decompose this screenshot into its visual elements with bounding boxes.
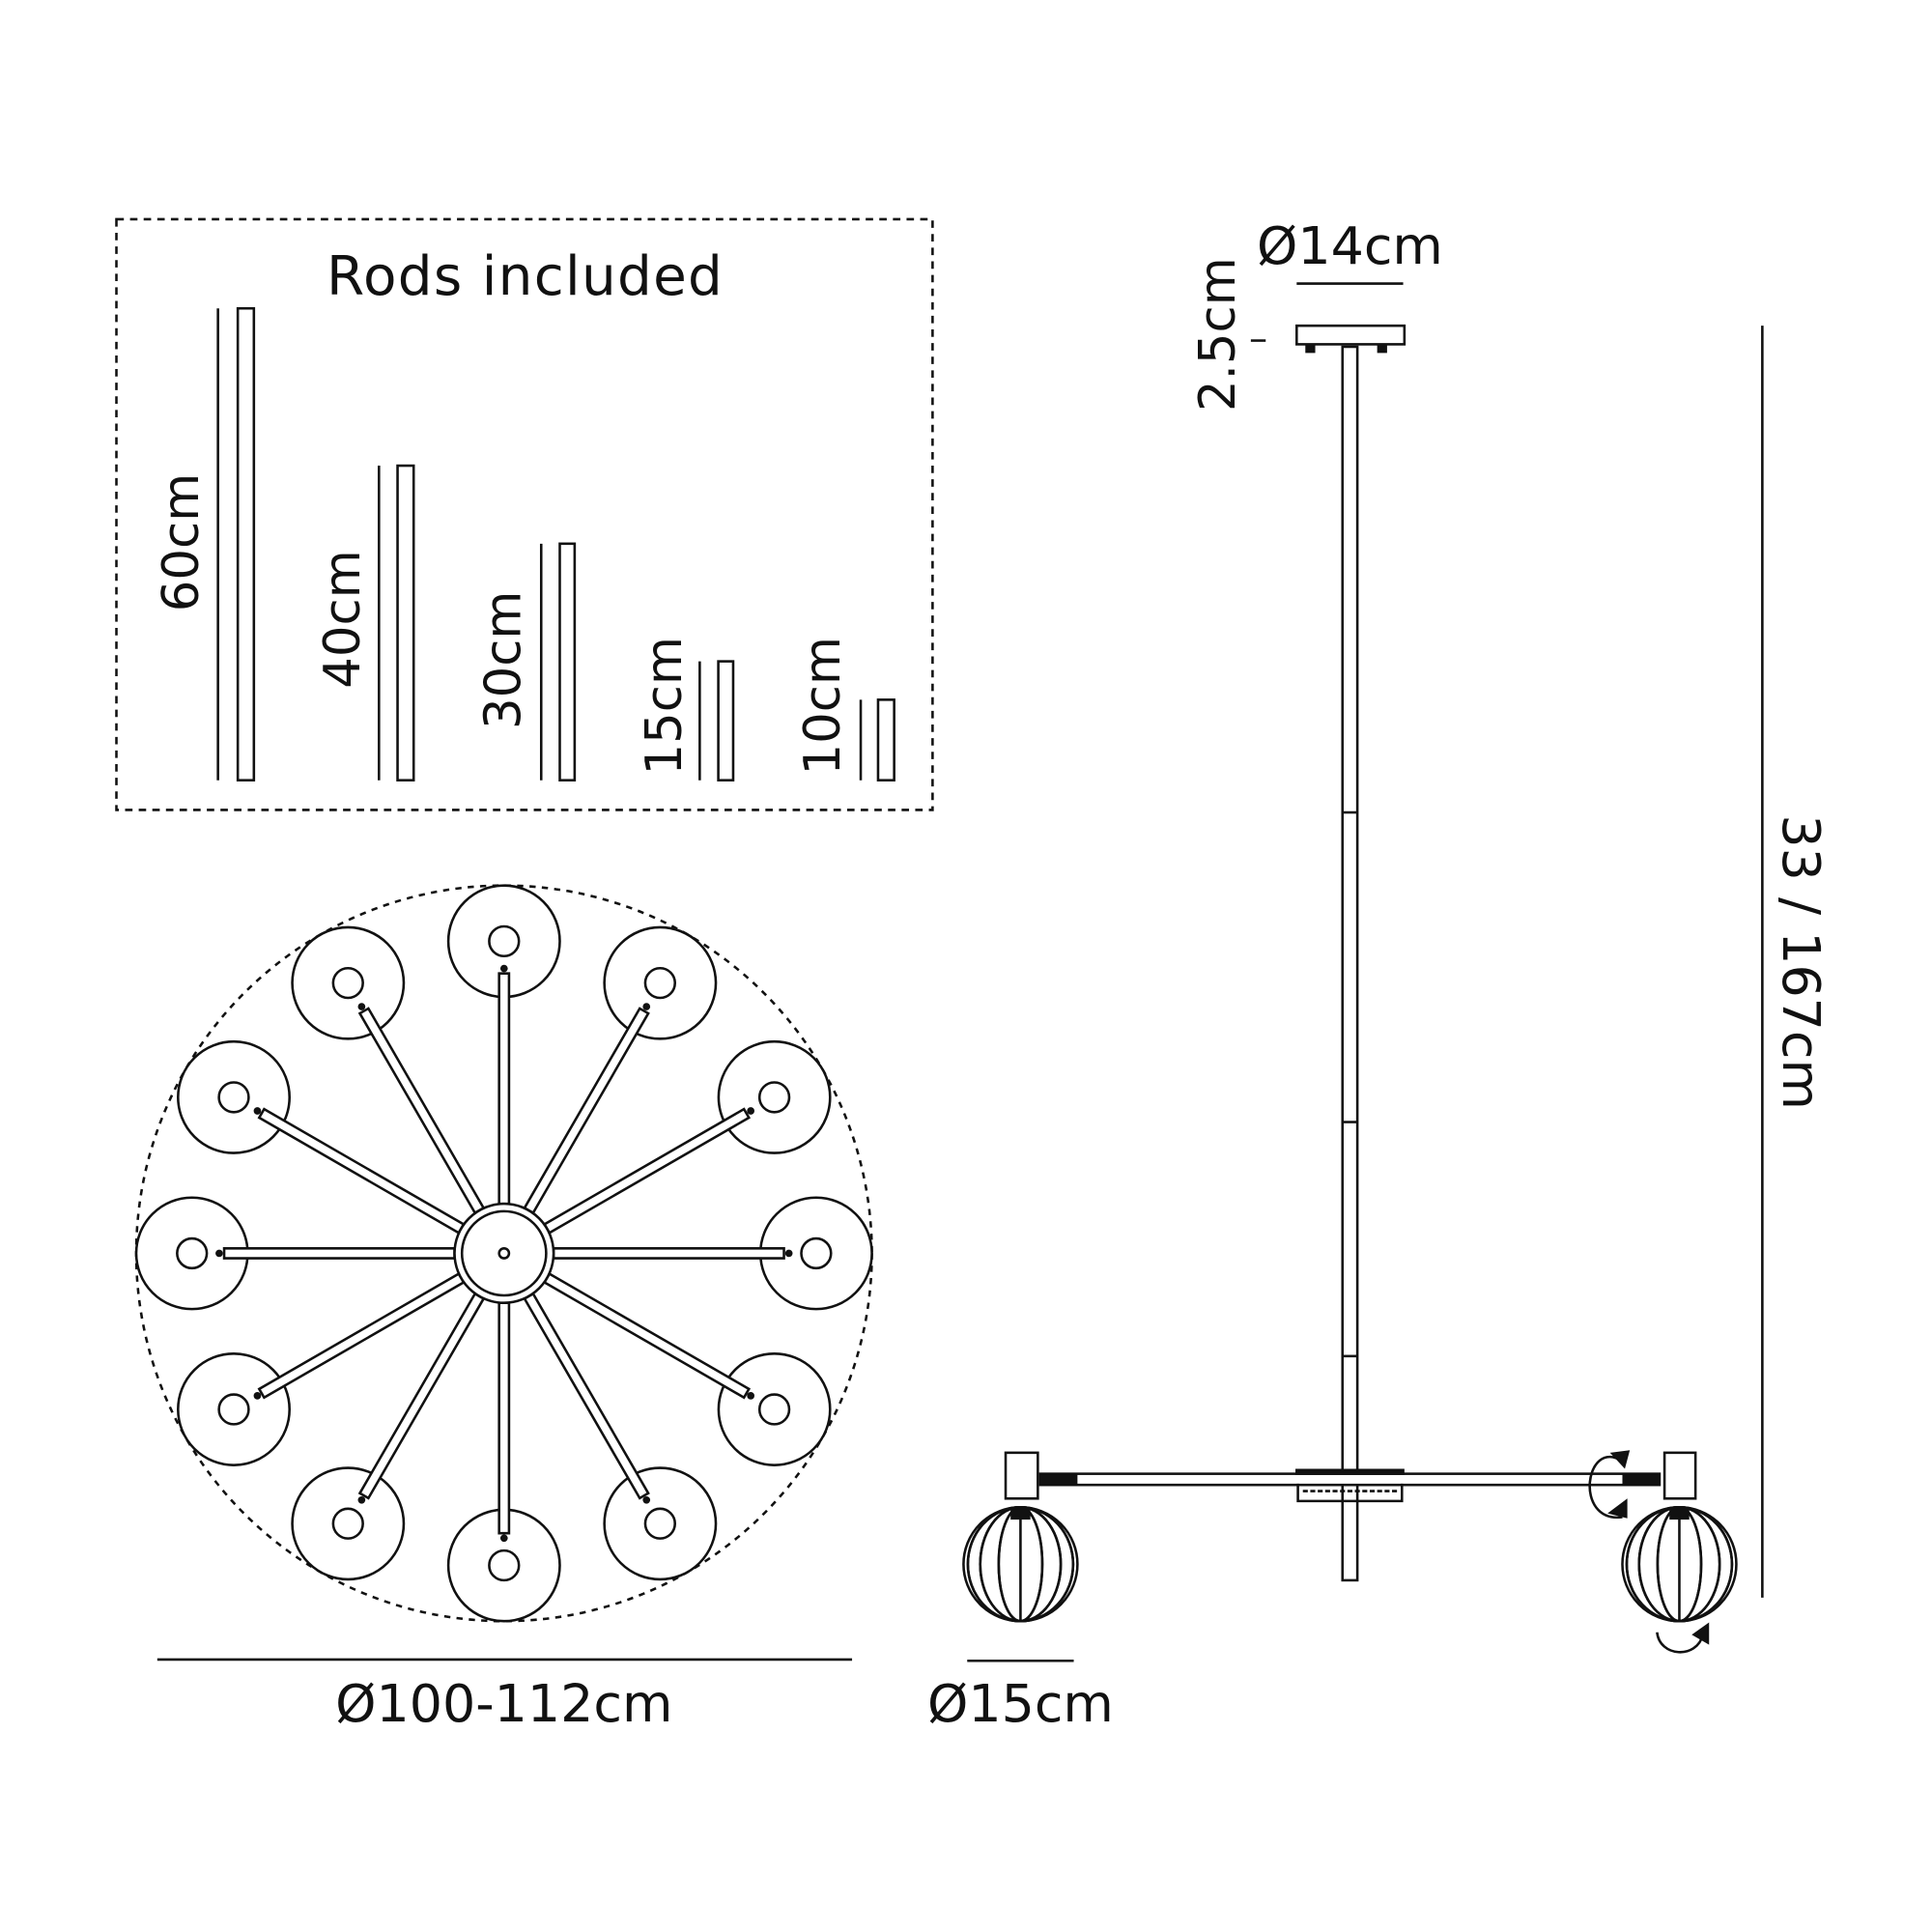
- side-view: Ø14cm 2.5cm Ø15cm 33 / 167cm: [927, 215, 1832, 1734]
- canopy-diameter-label: Ø14cm: [1257, 215, 1443, 276]
- lamp-arm: [523, 1292, 718, 1581]
- right-lamp-holder: [1662, 1451, 1697, 1500]
- lamp-arm: [542, 1271, 832, 1466]
- rod-label: 10cm: [794, 637, 852, 775]
- rod-15cm: 15cm: [636, 637, 735, 781]
- arm-rod: [497, 972, 511, 1206]
- bulb: [488, 1548, 521, 1582]
- bulb: [643, 966, 676, 1000]
- lamp-arm: [542, 1039, 832, 1235]
- bulb: [757, 1081, 791, 1114]
- dashed-border: [115, 217, 934, 811]
- rod-40cm: 40cm: [314, 464, 415, 781]
- lamp-arm: [291, 1292, 486, 1581]
- center-hub: [453, 1202, 555, 1304]
- ceiling-canopy: [1295, 324, 1406, 346]
- left-lamp-holder: [1004, 1451, 1039, 1500]
- rods-included-panel: Rods included 60cm 40cm 30cm 15cm 10cm: [115, 217, 934, 811]
- lamp-arm: [177, 1271, 466, 1466]
- bulb: [757, 1393, 791, 1426]
- rod-60cm: 60cm: [153, 306, 256, 781]
- lamp-arm: [523, 925, 718, 1215]
- rod-label: 60cm: [153, 473, 211, 611]
- bulb: [217, 1081, 250, 1114]
- rod-30cm: 30cm: [474, 542, 577, 781]
- bulb: [331, 966, 364, 1000]
- rotation-arrow-icon: [1588, 1450, 1631, 1519]
- rod-label: 40cm: [314, 550, 372, 688]
- globe-diameter-label: Ø15cm: [927, 1673, 1114, 1734]
- suspension-rod: [1341, 345, 1359, 1582]
- bulb: [217, 1393, 250, 1426]
- lamp-arm: [552, 1196, 873, 1311]
- rotation-arrow-icon: [1656, 1622, 1710, 1654]
- top-view: Ø100-112cm: [134, 884, 873, 1734]
- lamp-arm: [291, 925, 486, 1215]
- ribbed-globe: [1621, 1505, 1738, 1623]
- bulb: [176, 1236, 209, 1270]
- bulb: [488, 924, 521, 958]
- ribbed-globe: [962, 1505, 1079, 1623]
- rod-label: 15cm: [636, 637, 694, 775]
- overall-diameter-label: Ø100-112cm: [335, 1673, 672, 1734]
- bulb: [643, 1507, 676, 1540]
- arms: [134, 884, 873, 1623]
- rod-10cm: 10cm: [794, 637, 895, 781]
- canopy-height-label: 2.5cm: [1189, 257, 1247, 412]
- lamp-arm: [134, 1196, 456, 1311]
- rod-label: 30cm: [474, 591, 532, 729]
- arm-rod: [222, 1247, 456, 1260]
- bulb: [800, 1236, 833, 1270]
- arm-rod: [552, 1247, 785, 1260]
- arm-rod: [497, 1301, 511, 1535]
- horizontal-arm: [1038, 1472, 1662, 1487]
- lamp-arm: [177, 1039, 466, 1235]
- lamp-arm: [446, 1301, 561, 1623]
- drop-height-label: 33 / 167cm: [1771, 814, 1832, 1110]
- rods-title: Rods included: [327, 245, 724, 308]
- bulb: [331, 1507, 364, 1540]
- lamp-arm: [446, 884, 561, 1206]
